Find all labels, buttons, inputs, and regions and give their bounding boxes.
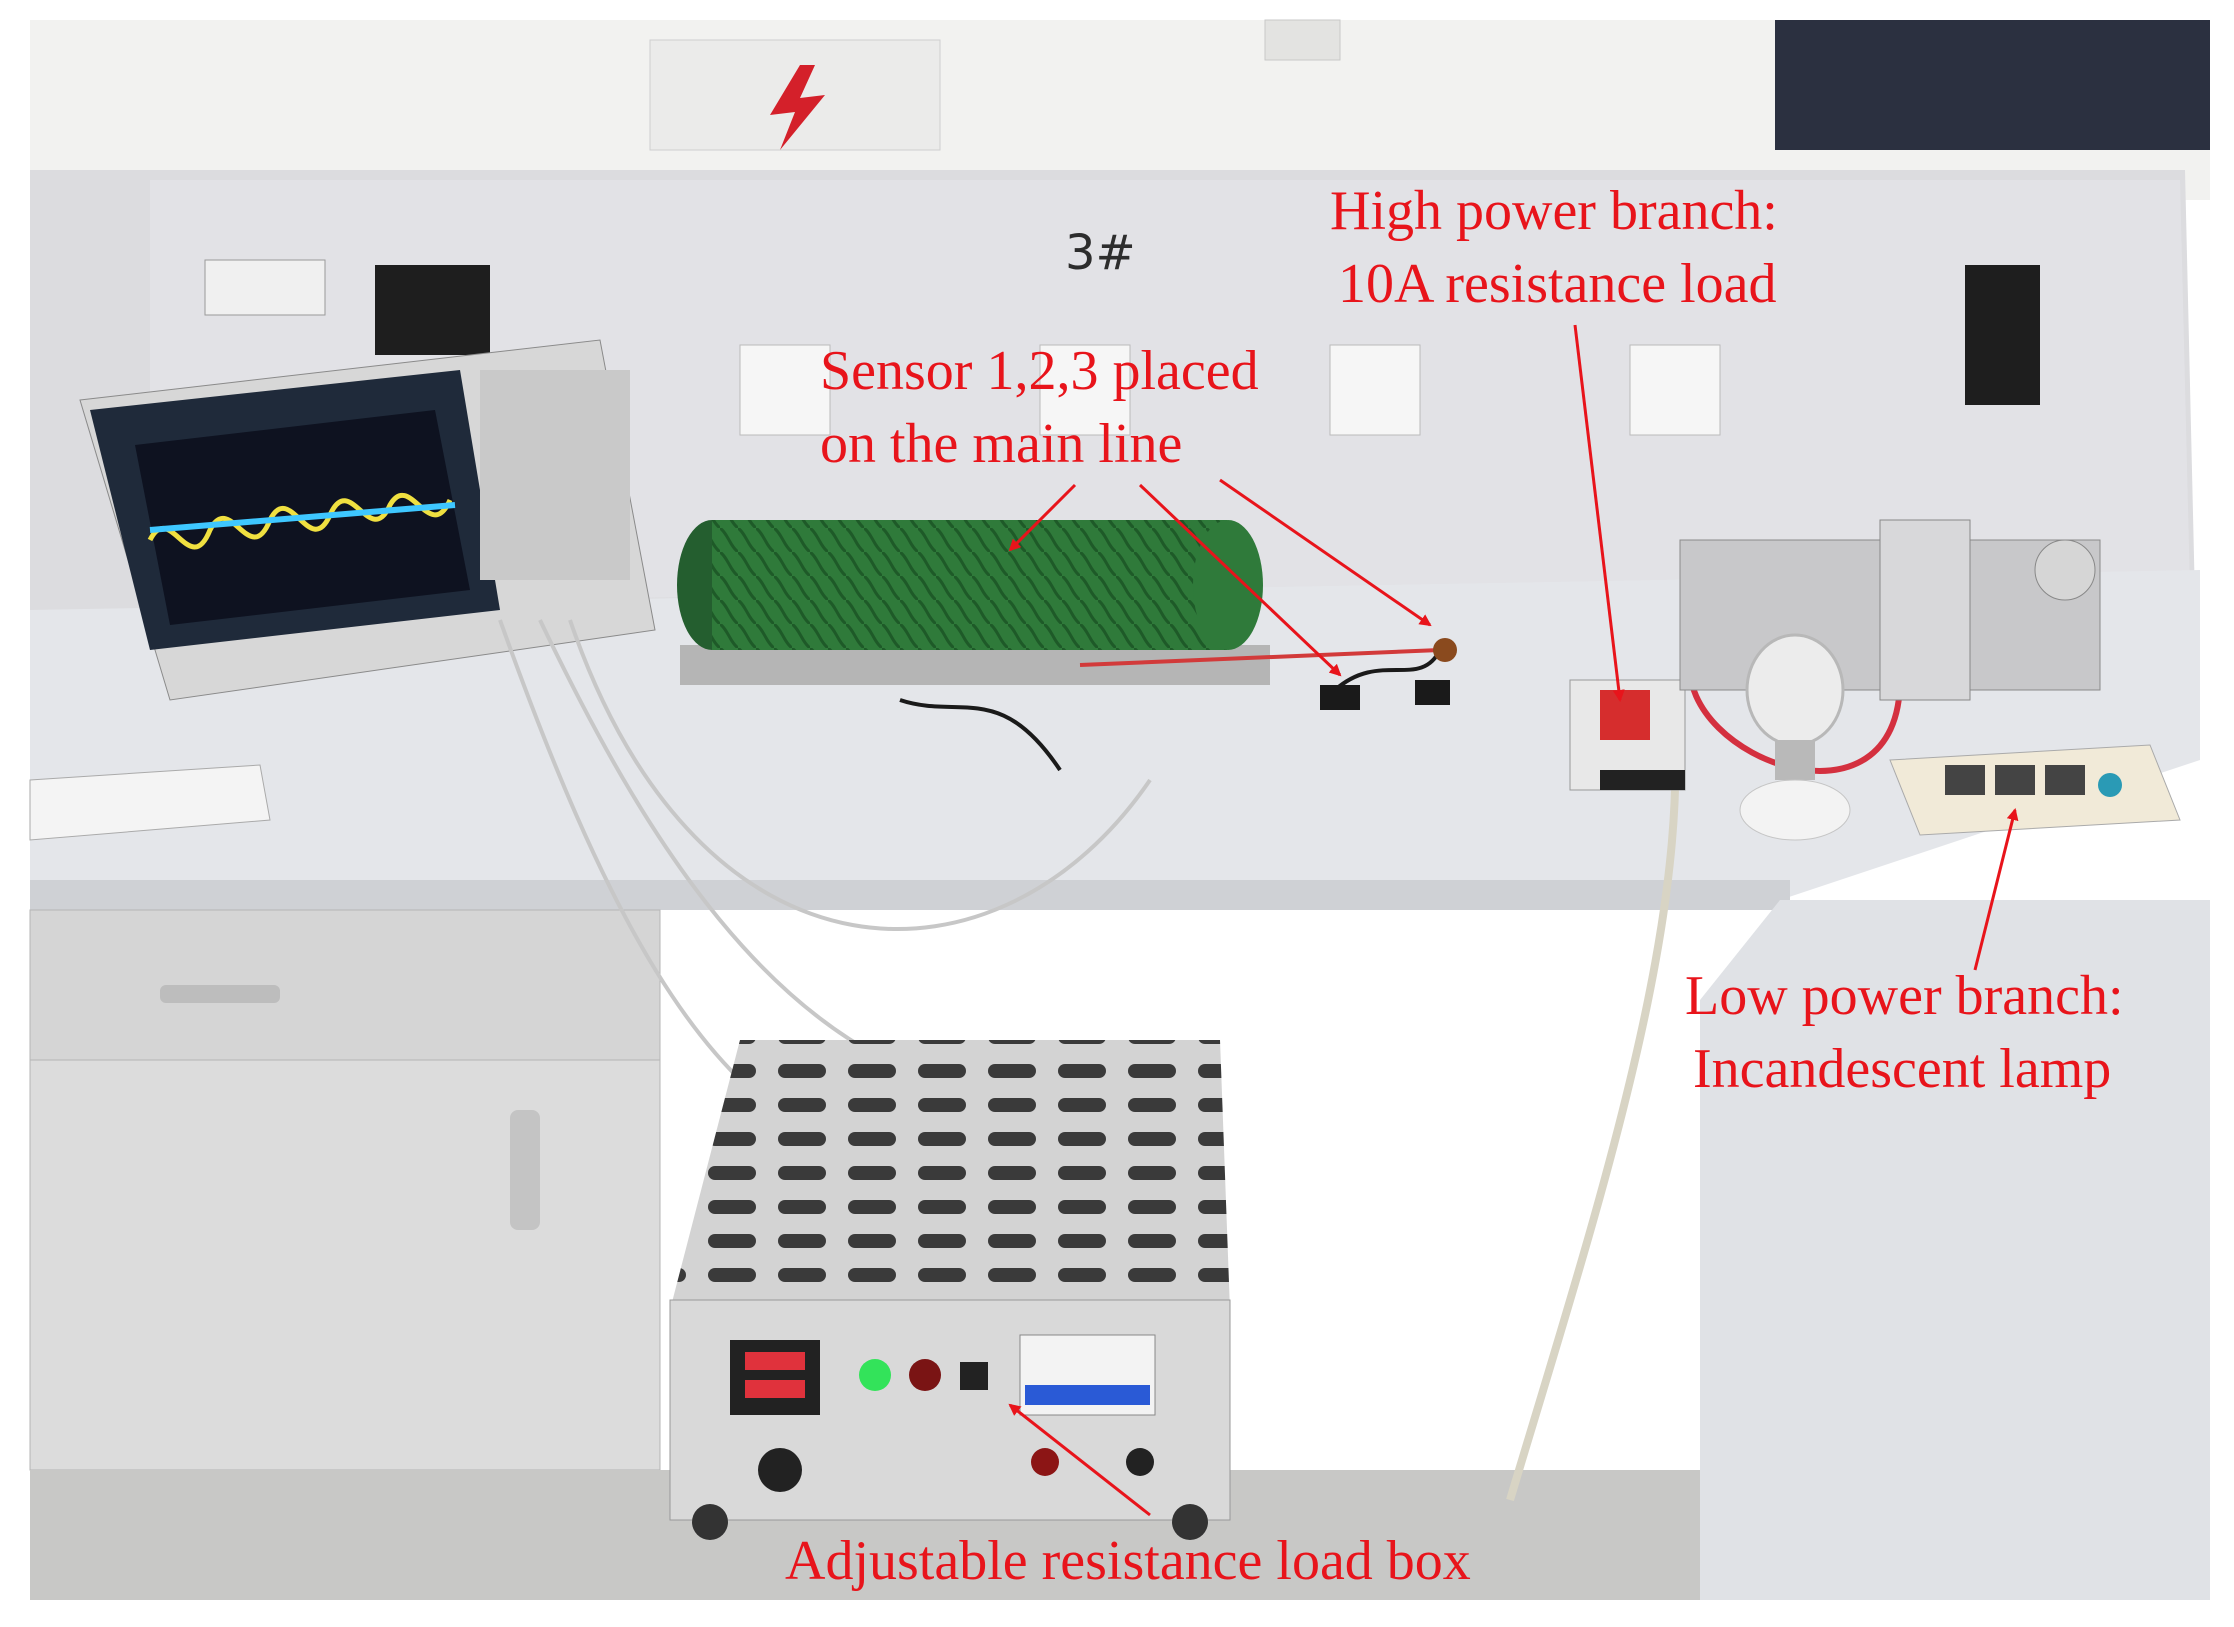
arrow-low-power — [1973, 808, 2019, 971]
high-power-annotation: High power branch: 10A resistance load — [1330, 175, 1778, 321]
current-sensor-3 — [1415, 680, 1450, 705]
power-strip — [29, 744, 2181, 841]
high-power-annotation-line2: 10A resistance load — [1338, 252, 1777, 315]
breaker-box — [204, 259, 326, 316]
wires — [498, 619, 1903, 1502]
wire-wound-resistor — [677, 520, 1270, 685]
sensor-annotation-line1: Sensor 1,2,3 placed — [820, 340, 1259, 402]
desk-number: 3# — [1065, 225, 1136, 281]
dark-door — [1775, 20, 2210, 150]
high-power-annotation-line1: High power branch: — [1330, 180, 1778, 242]
sensor-annotation-line2: on the main line — [820, 412, 1183, 475]
desk-top — [30, 570, 2200, 900]
incandescent-lamp — [1739, 633, 1851, 841]
lightning-icon — [770, 65, 825, 150]
arrow-sensor-1 — [1008, 483, 1077, 552]
cabinet-drawer — [29, 909, 661, 1061]
load-box-annotation: Adjustable resistance load box — [785, 1525, 1471, 1598]
cabinet-handle — [510, 1110, 540, 1230]
mechanical-rig — [1679, 519, 2101, 701]
back-panel-face — [150, 180, 2190, 600]
drawer-handle — [160, 985, 280, 1003]
arrow-sensor-2 — [1138, 483, 1342, 677]
desk-edge — [30, 880, 1790, 910]
sensor-annotation: Sensor 1,2,3 placed on the main line — [820, 335, 1259, 481]
adjustable-resistance-load-box — [669, 1040, 1231, 1540]
annotation-arrows — [1008, 324, 2019, 1517]
low-power-annotation-line2: Incandescent lamp — [1693, 1037, 2112, 1100]
arrow-load-box — [1008, 1403, 1151, 1517]
right-desk — [1700, 900, 2210, 1600]
current-sensors — [1320, 638, 1457, 710]
wall-socket — [739, 344, 1721, 436]
arrow-sensor-3 — [1219, 478, 1432, 627]
current-sensor-2 — [1433, 638, 1457, 662]
low-power-annotation: Low power branch: Incandescent lamp — [1685, 960, 2124, 1106]
high-power-resistance-load — [1569, 679, 1686, 791]
current-sensor-1 — [1320, 685, 1360, 710]
arrow-high-power — [1573, 324, 1625, 702]
wall-plate — [1264, 19, 1341, 61]
load-box-annotation-line1: Adjustable resistance load box — [785, 1530, 1471, 1592]
oscilloscope — [79, 339, 656, 701]
switch-block-right — [1965, 265, 2040, 405]
switch-block-left — [375, 265, 490, 355]
low-power-annotation-line1: Low power branch: — [1685, 965, 2124, 1027]
